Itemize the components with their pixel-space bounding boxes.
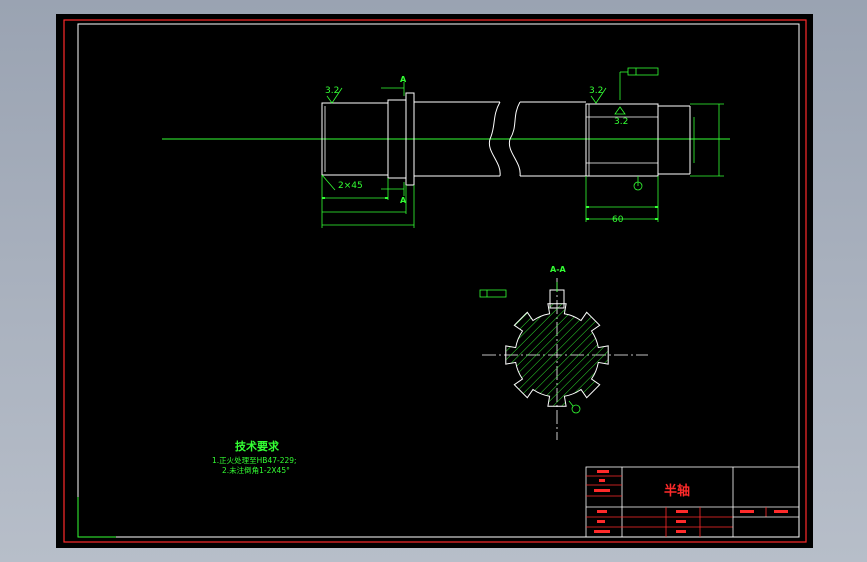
tech-req-line2: 2.未注倒角1-2X45° — [222, 465, 290, 475]
sheet-background — [56, 14, 813, 548]
roughness-symbols — [326, 87, 626, 115]
break-line-left — [488, 101, 501, 177]
dim-right-width: 60 — [612, 215, 624, 225]
datum-marker-top — [633, 181, 643, 191]
shaft-flange — [405, 92, 415, 186]
spline-profile — [505, 303, 609, 407]
drawing-frame — [77, 23, 800, 538]
dimension-ticks — [322, 197, 658, 220]
shaft-right-end — [585, 103, 659, 177]
roughness-label-left: 3.2 — [325, 86, 339, 96]
datum-marker-section — [571, 404, 581, 414]
roughness-label-inner: 3.2 — [614, 117, 628, 127]
corner-mark — [77, 497, 116, 538]
tolerance-frame-top — [627, 67, 659, 76]
sheet-border-outer — [63, 19, 807, 543]
part-name: 半轴 — [664, 483, 690, 499]
title-block-placeholders — [594, 470, 788, 533]
break-line-right — [508, 101, 521, 177]
shaft-main-view — [162, 92, 730, 191]
section-mark-bottom: A — [400, 196, 407, 205]
section-title: A-A — [550, 265, 567, 274]
dimension-lines — [321, 71, 724, 228]
tech-req-line1: 1.正火处理至HB47-229; — [212, 455, 297, 465]
tech-req-heading: 技术要求 — [235, 439, 280, 453]
section-mark-top: A — [400, 75, 407, 84]
roughness-label-right: 3.2 — [589, 86, 603, 96]
spline-section — [482, 278, 648, 440]
chamfer-label: 2×45 — [338, 181, 363, 191]
tolerance-frame-section — [479, 289, 507, 298]
title-block — [585, 466, 800, 538]
